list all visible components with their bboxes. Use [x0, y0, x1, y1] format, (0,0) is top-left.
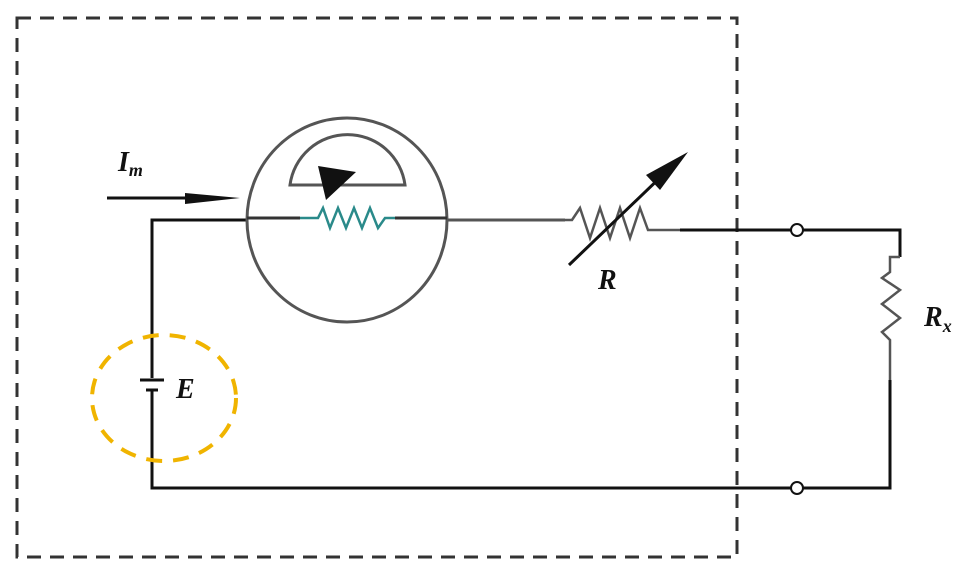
battery-highlight-circle — [90, 333, 238, 463]
meter-coil — [300, 204, 395, 232]
ohmmeter-boundary-dashed-box — [15, 16, 739, 559]
external-resistor-label: Rx — [923, 302, 952, 336]
battery-label: E — [175, 374, 195, 405]
meter-needle-icon — [318, 166, 356, 200]
galvanometer-meter — [245, 116, 449, 324]
terminal-bottom[interactable] — [790, 481, 804, 495]
external-resistor — [879, 255, 903, 380]
battery-icon — [140, 342, 164, 398]
circuit-wires — [150, 218, 902, 490]
terminal-top[interactable] — [790, 223, 804, 237]
current-arrow-icon — [107, 193, 240, 204]
variable-resistor-label: R — [597, 265, 617, 296]
variable-resistor — [565, 152, 688, 267]
current-label: Im — [117, 147, 143, 180]
